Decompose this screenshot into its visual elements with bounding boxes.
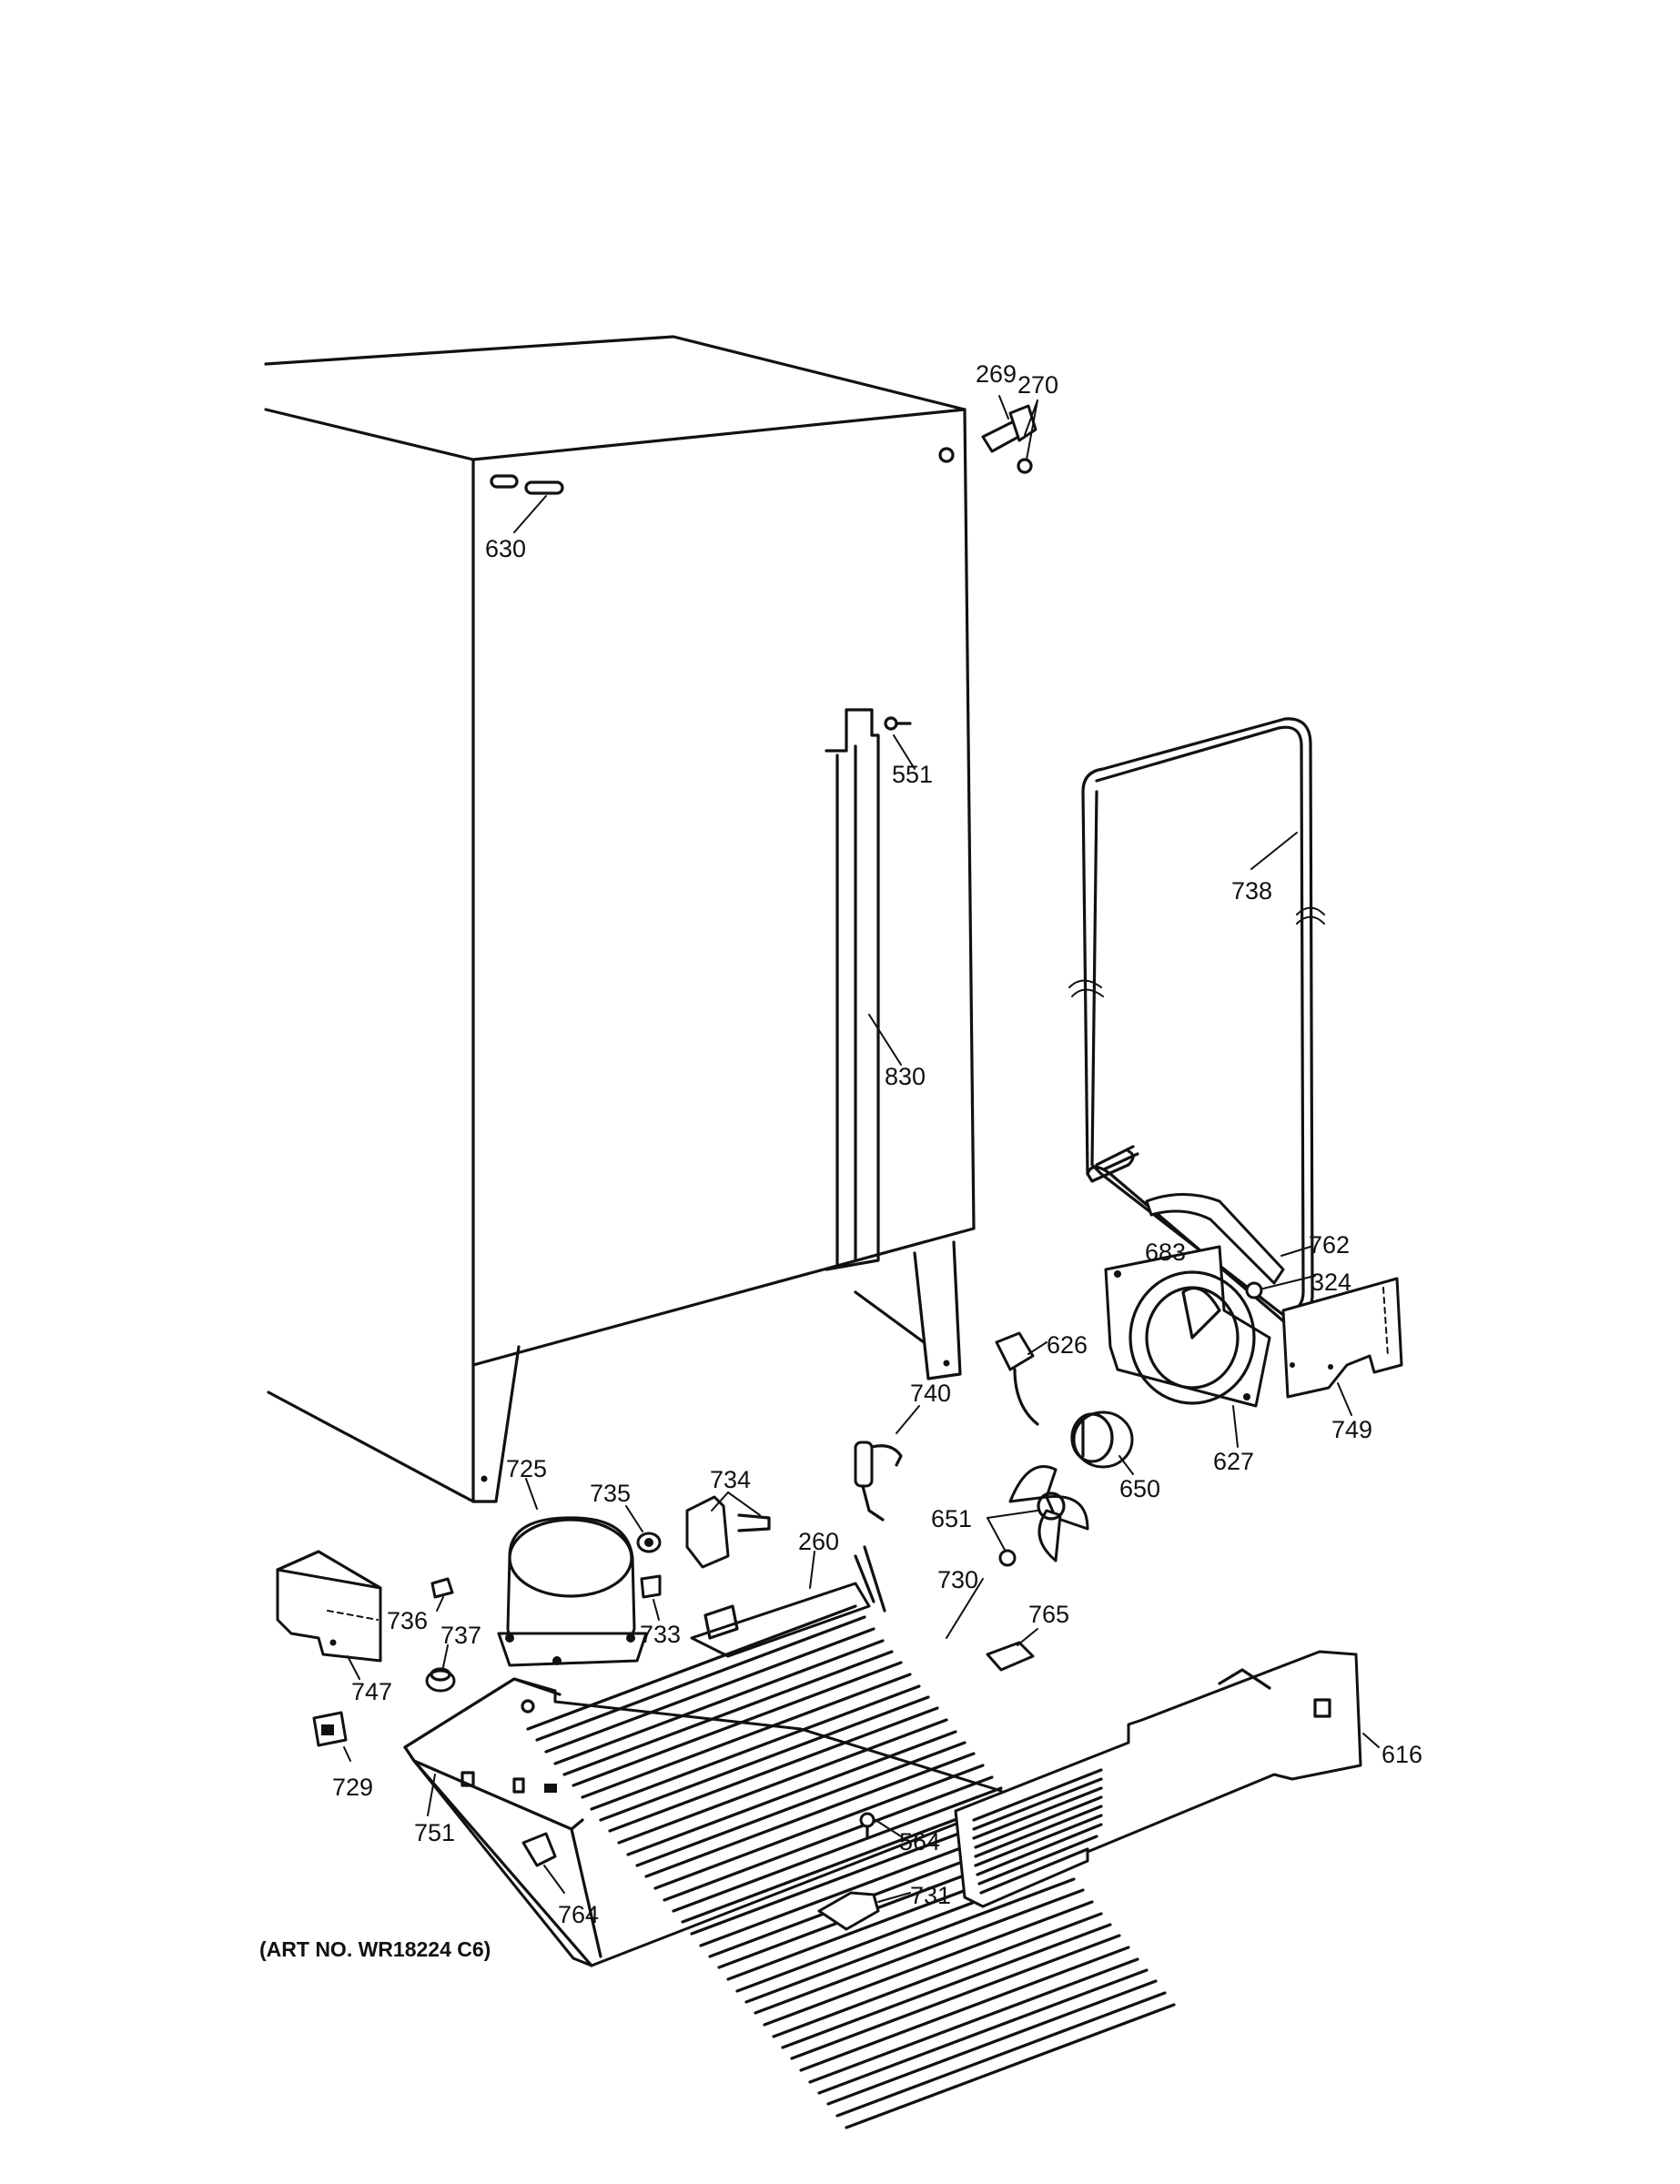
defrost-thermostat bbox=[854, 1405, 920, 1522]
label-324: 324 bbox=[1311, 1269, 1351, 1296]
label-269: 269 bbox=[976, 360, 1017, 388]
capacitor-cover bbox=[276, 1550, 382, 1680]
label-738: 738 bbox=[1231, 877, 1272, 905]
label-270: 270 bbox=[1017, 371, 1058, 399]
hinge-pin-part bbox=[981, 395, 1038, 474]
clip-764 bbox=[521, 1832, 565, 1894]
fan-blade bbox=[987, 1465, 1089, 1567]
label-260: 260 bbox=[798, 1528, 839, 1555]
screw-551 bbox=[884, 716, 916, 770]
label-730: 730 bbox=[937, 1566, 978, 1593]
label-731: 731 bbox=[910, 1882, 951, 1909]
part-labels: 269 270 630 551 738 830 762 683 324 626 … bbox=[259, 360, 1422, 1961]
label-736: 736 bbox=[387, 1607, 428, 1634]
label-830: 830 bbox=[885, 1063, 926, 1090]
drain-pan bbox=[690, 1551, 871, 1658]
label-747: 747 bbox=[351, 1678, 392, 1705]
leader-630 bbox=[513, 495, 547, 533]
screw-564 bbox=[859, 1812, 902, 1840]
label-765: 765 bbox=[1028, 1601, 1069, 1628]
relay-733 bbox=[640, 1574, 662, 1621]
grommet-737 bbox=[425, 1644, 456, 1693]
compressor bbox=[497, 1478, 648, 1667]
label-551: 551 bbox=[892, 761, 933, 788]
label-733: 733 bbox=[640, 1621, 681, 1648]
overload-protector bbox=[685, 1491, 771, 1569]
clip-736 bbox=[430, 1577, 454, 1612]
label-627: 627 bbox=[1213, 1448, 1254, 1475]
compressor-base-plate bbox=[403, 1677, 1003, 1967]
label-740: 740 bbox=[910, 1380, 951, 1407]
label-564: 564 bbox=[899, 1828, 940, 1855]
grille-slots bbox=[972, 1768, 1103, 1895]
label-734: 734 bbox=[710, 1466, 751, 1493]
fan-motor bbox=[1070, 1410, 1134, 1475]
label-762: 762 bbox=[1309, 1231, 1350, 1259]
refrigerator-cabinet bbox=[264, 335, 976, 1503]
label-650: 650 bbox=[1119, 1475, 1160, 1502]
foam-strip bbox=[1145, 1193, 1311, 1285]
label-751: 751 bbox=[414, 1819, 455, 1846]
bracket-731 bbox=[817, 1891, 911, 1931]
art-number: (ART NO. WR18224 C6) bbox=[259, 1937, 491, 1961]
label-729: 729 bbox=[332, 1774, 373, 1801]
door-gasket bbox=[1068, 717, 1325, 1326]
label-735: 735 bbox=[590, 1480, 631, 1507]
label-725: 725 bbox=[506, 1455, 547, 1482]
label-683: 683 bbox=[1145, 1239, 1186, 1266]
label-626: 626 bbox=[1047, 1331, 1088, 1359]
label-749: 749 bbox=[1331, 1416, 1372, 1443]
evaporator-cover bbox=[1281, 1277, 1403, 1416]
label-630: 630 bbox=[485, 535, 526, 562]
capacitor-729 bbox=[312, 1711, 351, 1762]
fan-shroud bbox=[1104, 1245, 1271, 1448]
label-764: 764 bbox=[558, 1901, 599, 1928]
clip-765 bbox=[986, 1628, 1038, 1672]
center-mullion-strip bbox=[825, 708, 902, 1271]
grille-panel bbox=[954, 1650, 1380, 1908]
grommet-735 bbox=[625, 1505, 662, 1553]
label-616: 616 bbox=[1381, 1741, 1422, 1768]
evaporator-fan-plug bbox=[995, 1331, 1047, 1426]
label-737: 737 bbox=[440, 1622, 481, 1649]
label-651: 651 bbox=[931, 1505, 972, 1532]
